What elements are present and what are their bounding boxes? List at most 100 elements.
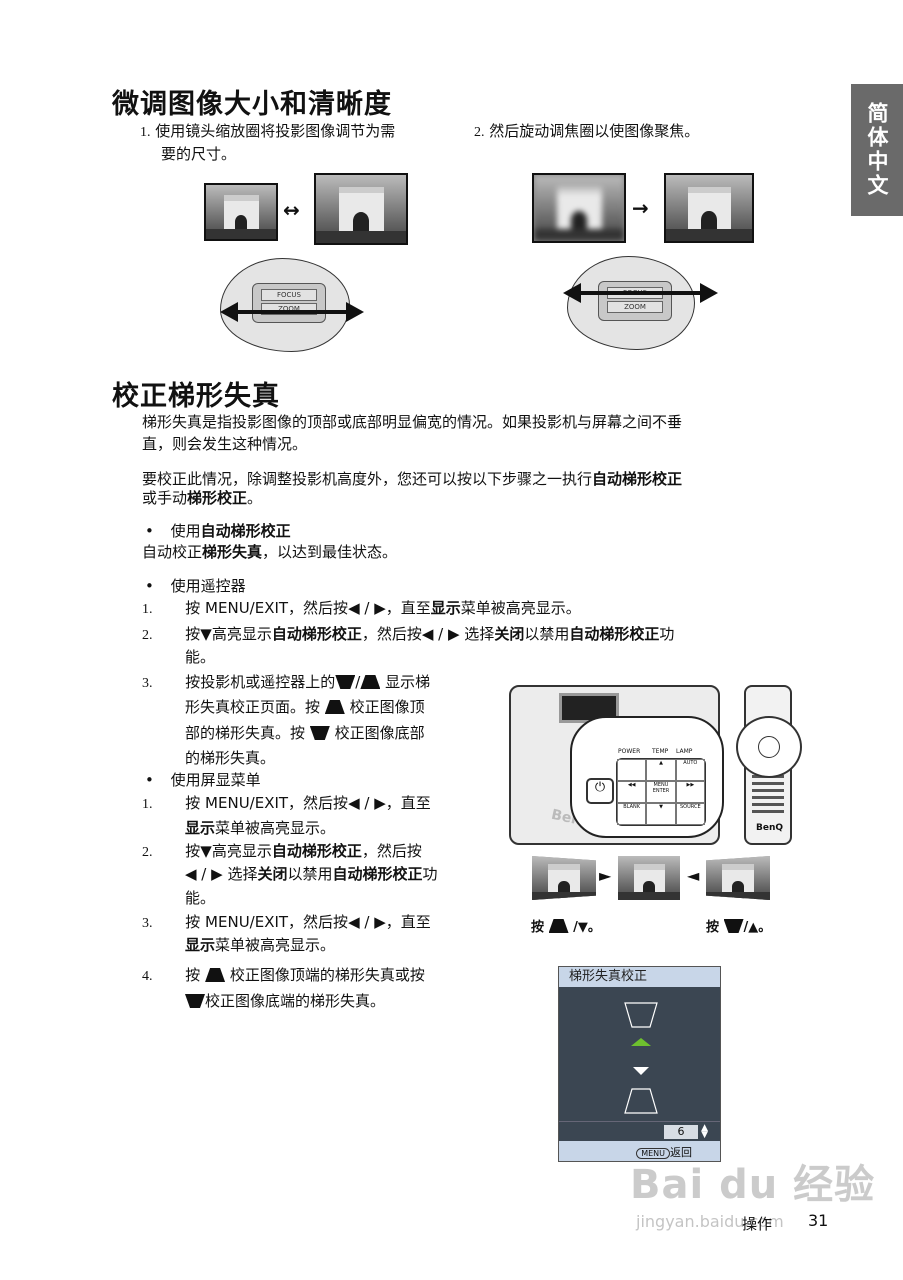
step-text: 然后旋动调焦圈以使图像聚焦。 [489,122,700,140]
text: ，然后按 [361,842,422,860]
keystone-down-key-icon [185,994,205,1008]
text: 校正图像底端的梯形失真。 [205,992,386,1010]
remote-step3-line2: 形失真校正页面。按 校正图像顶 [185,696,425,718]
text: 按 [531,920,545,935]
arrow-keys: ◀ / ▶ [348,599,386,617]
bold-text: 显示 [430,599,461,617]
baidu-watermark-logo: Bai du 经验 [630,1162,876,1208]
text: 按 MENU/EXIT，然后按 [185,913,349,931]
blurry-image [532,173,626,243]
zoom-small-image [204,183,278,241]
blank-button[interactable]: BLANK [617,803,647,825]
text: ，直至 [385,794,431,812]
auto-button[interactable]: AUTO [675,759,705,781]
text: 使用 [170,522,201,540]
text: 选择 [459,625,495,643]
osd-step2-line2: ◀ / ▶ 选择关闭以禁用自动梯形校正功 [185,863,438,885]
remote-step2: 2. 按▼高亮显示自动梯形校正，然后按◀ / ▶ 选择关闭以禁用自动梯形校正功 [142,623,674,647]
keystone-up-button[interactable]: ▲ [646,759,676,781]
step-number: 4. [142,969,153,984]
remote-step3-line4: 的梯形失真。 [185,749,276,767]
step-number: 3. [142,676,153,691]
keystone-down-key-icon [723,919,744,933]
zoom-large-image [314,173,408,245]
bold-text: 自动梯形校正 [271,842,362,860]
keystone-value[interactable]: 6 [664,1125,698,1139]
keystone-up-key-icon [360,675,381,689]
step-number: 3. [142,916,153,931]
lens-housing: FOCUS ZOOM [598,281,672,321]
keystone-up-key-icon [324,700,345,714]
arrow-keys: ◀ / ▶ [421,625,460,643]
bullet-remote: • 使用遥控器 [145,575,246,597]
text: 校正图像底部 [334,724,425,742]
baidu-watermark-url: jingyan.baidu.com [636,1212,784,1231]
text: 按 MENU/EXIT，然后按 [185,794,349,812]
osd-step4: 4. 按 校正图像顶端的梯形失真或按 [142,964,425,988]
text: 菜单被高亮显示。 [215,936,336,954]
right-arrow-icon: ► [599,866,612,885]
focus-ring-label: FOCUS [261,289,317,301]
text: 以禁用 [524,625,570,643]
language-tab: 简体中文 [851,84,903,216]
blank-key[interactable] [617,759,647,781]
text: 菜单被高亮显示。 [460,599,581,617]
keystone-down-key-icon [309,726,330,740]
osd-step1: 1. 按 MENU/EXIT，然后按◀ / ▶，直至 [142,792,431,816]
divider [559,1121,720,1122]
caption-right: 按 /▲。 [706,916,771,935]
value-stepper-icon[interactable]: ▲▼ [701,1123,708,1140]
text: 以禁用 [287,865,333,883]
temp-label: TEMP [652,748,669,755]
section-title-image-size: 微调图像大小和清晰度 [112,89,392,120]
power-button[interactable]: ⏻ [586,778,614,804]
focused-image [664,173,754,243]
menu-enter-button[interactable] [758,736,780,758]
text: 或手动 [142,489,188,507]
text: 按投影机或遥控器上的 [185,673,336,691]
page-number: 31 [808,1211,829,1230]
step-text: 使用镜头缩放圈将投影图像调节为需 [155,122,396,140]
caption-left: 按 /▼。 [531,916,601,935]
left-arrow-icon: ◄ [687,866,700,885]
bold-text: 自动梯形校正 [200,522,291,540]
right-button[interactable]: ▶▶ [675,781,705,803]
source-button[interactable]: SOURCE [675,803,705,825]
left-button[interactable]: ◀◀ [617,781,647,803]
step-number: 2. [474,125,485,140]
double-arrow-icon: ↔ [283,198,300,222]
remote-brand: BenQ [756,823,784,833]
para2-line1: 要校正此情况，除调整投影机高度外，您还可以按以下步骤之一执行自动梯形校正 [142,468,682,490]
step-number: 1. [142,797,153,812]
power-label: POWER [618,748,641,755]
menu-enter-button[interactable]: MENU ENTER [646,781,676,803]
section-title-keystone: 校正梯形失真 [112,381,280,412]
control-keypad: ▲ AUTO ◀◀ MENU ENTER ▶▶ BLANK ▼ SOURCE [616,758,706,826]
text: /▲。 [743,920,772,935]
keystone-graphics [624,1002,658,1114]
step1-line2: 要的尺寸。 [161,145,237,163]
focus-rotate-arrow-icon [563,283,718,303]
footer-section: 操作 [742,1215,773,1233]
text: ，然后按 [361,625,422,643]
para1-line1: 梯形失真是指投影图像的顶部或底部明显偏宽的情况。如果投影机与屏幕之间不垂 [142,413,683,431]
bold-text: 关闭 [494,625,525,643]
keystone-down-button[interactable]: ▼ [646,803,676,825]
bold-text: 显示 [185,819,216,837]
bullet-auto: • 使用自动梯形校正 [145,520,291,542]
text: 部的梯形失真。按 [185,724,306,742]
step-number: 2. [142,628,153,643]
auto-desc: 自动校正梯形失真，以达到最佳状态。 [142,541,397,563]
text: ，直至 [385,599,431,617]
back-label: 返回 [670,1146,692,1159]
bold-text: 显示 [185,936,216,954]
right-arrow-icon: → [632,196,649,220]
keystone-image-top-wide [532,856,596,900]
arrow-keys: ◀ / ▶ [348,794,386,812]
text: 。 [247,489,263,507]
bold-text: 梯形失真 [202,543,263,561]
step2: 2. 然后旋动调焦圈以使图像聚焦。 [474,120,699,144]
control-panel-zoom: POWER TEMP LAMP ⏻ ▲ AUTO ◀◀ MENU ENTER ▶… [570,716,724,838]
bold-text: 自动梯形校正 [569,625,660,643]
